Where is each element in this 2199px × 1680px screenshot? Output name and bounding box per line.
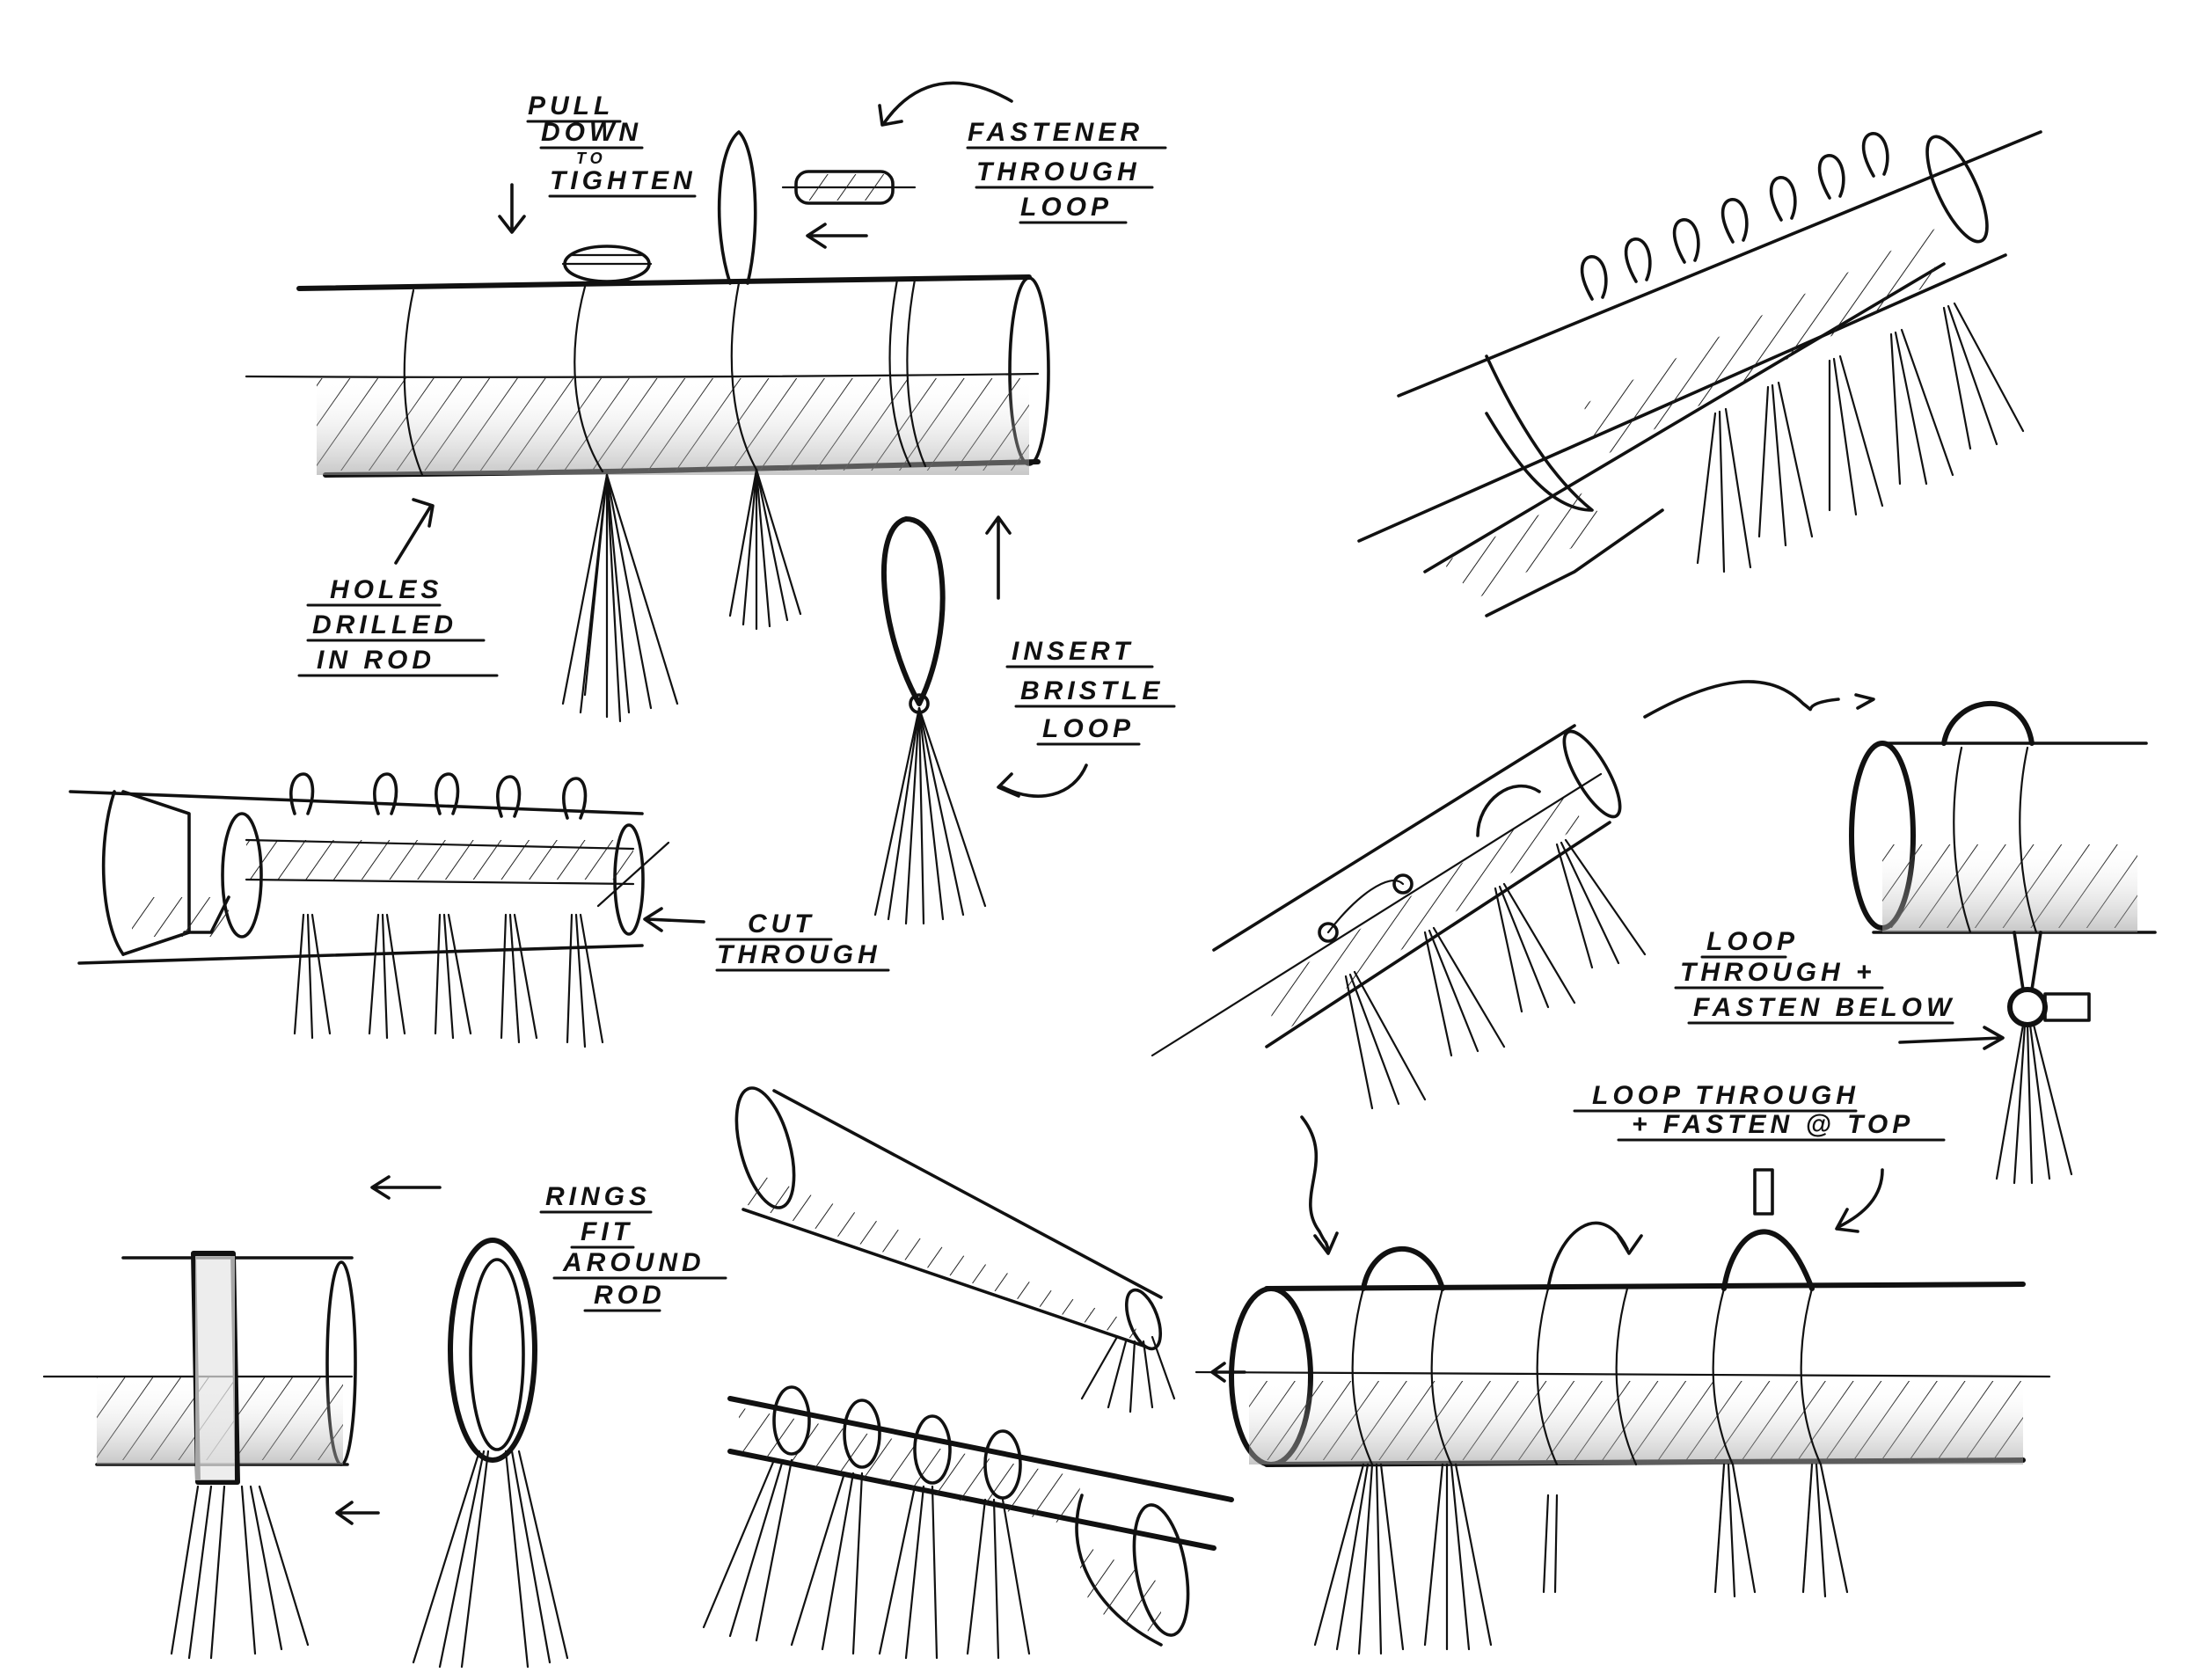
svg-text:THROUGH: THROUGH bbox=[976, 157, 1141, 186]
svg-text:INSERT: INSERT bbox=[1012, 637, 1134, 666]
label-holes-drilled: HOLES DRILLED IN ROD bbox=[297, 575, 499, 677]
label-loop-fasten-below: LOOP THROUGH + FASTEN BELOW bbox=[1674, 927, 1955, 1025]
sketch-ring-rod bbox=[42, 1175, 569, 1669]
svg-text:+ FASTEN @ TOP: + FASTEN @ TOP bbox=[1632, 1110, 1914, 1139]
svg-text:PULL: PULL bbox=[528, 91, 614, 121]
svg-text:DRILLED: DRILLED bbox=[312, 610, 457, 639]
svg-text:FIT: FIT bbox=[581, 1217, 633, 1246]
svg-text:CUT: CUT bbox=[748, 909, 815, 939]
label-insert-bristle: INSERT BRISTLE LOOP bbox=[1005, 637, 1176, 746]
svg-text:THROUGH: THROUGH bbox=[717, 940, 881, 969]
svg-text:BRISTLE: BRISTLE bbox=[1020, 676, 1164, 705]
svg-text:TO: TO bbox=[576, 150, 607, 167]
label-loop-fasten-top: LOOP THROUGH + FASTEN @ TOP bbox=[1573, 1081, 1946, 1142]
svg-text:THROUGH +: THROUGH + bbox=[1680, 958, 1876, 987]
svg-text:LOOP: LOOP bbox=[1042, 714, 1135, 743]
label-rings-fit: RINGS FIT AROUND ROD bbox=[539, 1182, 727, 1312]
label-fastener: FASTENER THROUGH LOOP bbox=[966, 118, 1167, 224]
svg-text:LOOP: LOOP bbox=[1706, 927, 1799, 956]
svg-text:FASTEN BELOW: FASTEN BELOW bbox=[1693, 993, 1955, 1022]
sketch-tapered-rod bbox=[734, 1086, 1176, 1413]
sketch-bristle-loop bbox=[873, 516, 1088, 925]
sketch-wrapped-rod bbox=[702, 1385, 1234, 1660]
sketch-large-rod bbox=[1194, 1115, 2051, 1655]
label-pull-down: PULL DOWN TO TIGHTEN bbox=[526, 91, 697, 198]
svg-text:LOOP THROUGH: LOOP THROUGH bbox=[1592, 1081, 1859, 1110]
sketch-right-rod bbox=[1849, 700, 2157, 1185]
svg-text:ROD: ROD bbox=[594, 1281, 666, 1310]
svg-text:AROUND: AROUND bbox=[562, 1248, 705, 1277]
sketch-cut-rod bbox=[69, 772, 705, 1048]
svg-text:TIGHTEN: TIGHTEN bbox=[550, 166, 697, 195]
sketch-drilled-rod bbox=[245, 81, 1050, 723]
svg-text:RINGS: RINGS bbox=[545, 1182, 651, 1211]
sketch-diagonal-rod bbox=[1357, 130, 2042, 617]
svg-text:LOOP: LOOP bbox=[1020, 193, 1113, 222]
svg-text:DOWN: DOWN bbox=[541, 118, 642, 147]
svg-text:IN ROD: IN ROD bbox=[317, 646, 435, 675]
svg-text:HOLES: HOLES bbox=[330, 575, 442, 604]
svg-text:FASTENER: FASTENER bbox=[968, 118, 1143, 147]
label-cut-through: CUT THROUGH bbox=[715, 909, 890, 972]
sketch-middle-diagonal bbox=[1151, 680, 1875, 1110]
